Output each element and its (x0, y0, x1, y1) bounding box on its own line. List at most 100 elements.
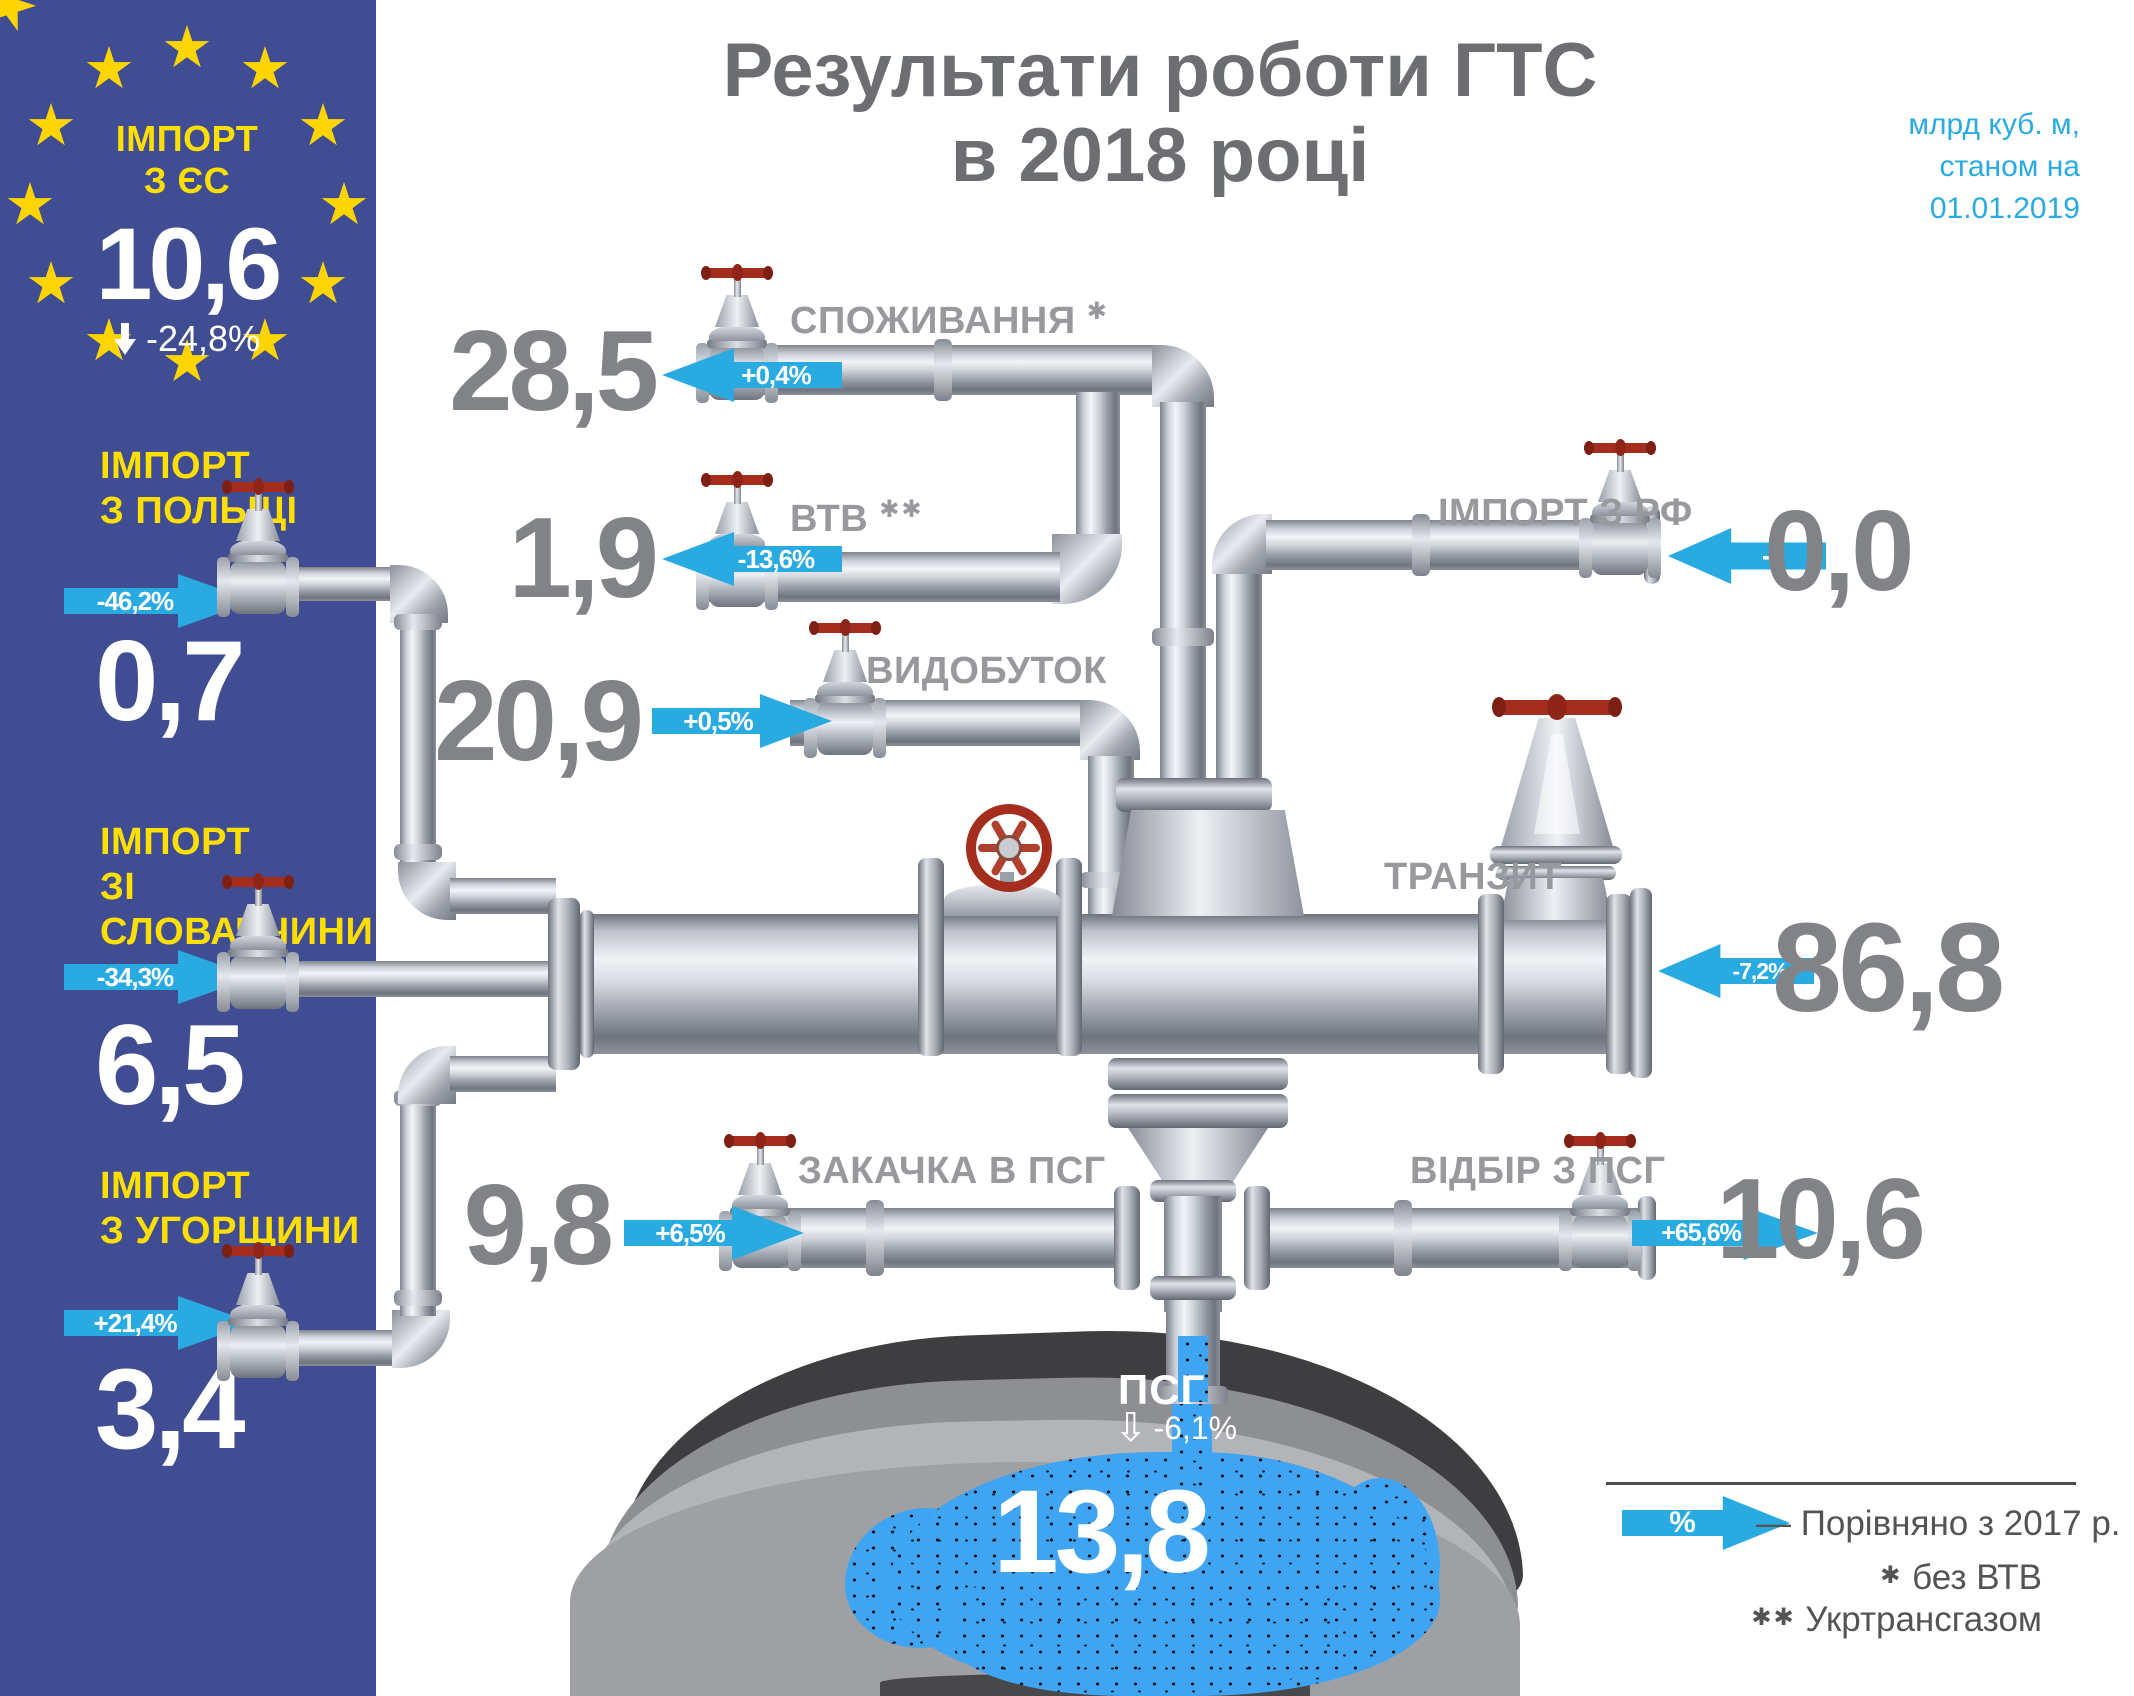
withdrawal-valve (1559, 1132, 1641, 1271)
production-label: ВИДОБУТОК (866, 650, 1107, 692)
eu-star-icon: ★ (161, 15, 213, 80)
pipe-coupling (1394, 1200, 1412, 1276)
vtv-change-value: -13,6% (737, 543, 815, 574)
cross-flange-right (1244, 1186, 1270, 1290)
transit-valve-body (1500, 878, 1612, 920)
import-rf-label: ІМПОРТ З РФ (1438, 492, 1693, 534)
legend-note2-text: Укртрансгазом (1805, 1600, 2042, 1639)
pipe-coupling (1152, 628, 1214, 646)
cross-flange-left (1114, 1186, 1140, 1290)
pipe-injection (742, 1208, 1120, 1268)
eu-star-icon: ★ (318, 172, 370, 237)
transit-change-value: -7,2% (1732, 957, 1788, 984)
pipe-consumption-elbow (1152, 345, 1214, 407)
page-title: Результати роботи ГТС в 2018 році (430, 28, 1890, 198)
reducer-flange-top (1108, 1058, 1288, 1090)
legend-note1-text: без ВТВ (1912, 1558, 2042, 1597)
gas-column (1172, 1396, 1212, 1496)
transit-bonnet-flange (1490, 846, 1622, 864)
page-title-line2: в 2018 році (950, 113, 1370, 199)
page-title-line1: Результати роботи ГТС (722, 28, 1598, 113)
withdrawal-change-value: +65,6% (1661, 1218, 1741, 1247)
eu-star-icon: ★ (25, 251, 77, 316)
pipe-coupling (934, 339, 952, 401)
eu-star-icon: ★ (83, 36, 135, 101)
pipe-main-trunk (560, 914, 1635, 1054)
manifold-flange (1116, 778, 1272, 812)
transit-flange-right (1606, 894, 1632, 1074)
trunk-flange-plate (1056, 858, 1082, 1056)
eu-import-value: 10,6 (95, 207, 283, 321)
pipe-slovakia-horizontal (288, 961, 556, 997)
vtv-label-text: ВТВ (790, 498, 869, 540)
pipe-vtv-riser (1076, 392, 1120, 542)
slovakia-valve (217, 873, 299, 1012)
hungary-change-value: +21,4% (93, 1307, 178, 1338)
eu-change-value: -24,8% (145, 318, 261, 359)
production-valve (804, 619, 886, 758)
injection-value: 9,8 (463, 1162, 614, 1289)
pipe-manifold-left-vertical (1160, 402, 1206, 784)
hungary-valve (217, 1242, 299, 1381)
eu-star-icon: ★ (297, 251, 349, 316)
pipe-coupling (394, 844, 442, 860)
pipe-vtv-elbow (1052, 534, 1122, 604)
footnote-mark-icon: ✱✱ (1751, 1604, 1796, 1631)
eu-star-icon: ★ (25, 93, 77, 158)
hungary-label-line1: ІМПОРТ (100, 1165, 251, 1207)
import-rf-value: 0,0 (1764, 488, 1914, 615)
poland-change-value: -46,2% (96, 585, 174, 616)
injection-label: ЗАКАЧКА В ПСГ (798, 1150, 1106, 1192)
eu-star-icon: ★ (239, 308, 291, 373)
production-value: 20,9 (434, 658, 644, 785)
units-note-line1: млрд куб. м, (1908, 108, 2080, 141)
storage-value: 13,8 (993, 1466, 1211, 1598)
pipe-poland-stub (450, 878, 556, 914)
gas-reservoir-bottom (955, 1580, 1335, 1696)
main-pipe-left-flange-inner (580, 910, 594, 1058)
eu-change-row: -24,8% (40, 318, 334, 360)
footnote-mark-icon: ✱ (1086, 298, 1109, 325)
legend-divider (1606, 1482, 2076, 1485)
pipe-coupling (1412, 514, 1430, 576)
pipe-poland-vertical (400, 618, 436, 870)
pipe-hungary-vertical (400, 1094, 436, 1316)
consumption-value: 28,5 (449, 308, 659, 435)
manifold-valve-body (1112, 810, 1304, 916)
transit-bonnet-flange2 (1496, 866, 1616, 880)
pipe-hungary-elbow-top (398, 1046, 456, 1104)
pipe-coupling (394, 614, 442, 630)
vtv-value: 1,9 (508, 495, 659, 622)
legend-compare-text: — Порівняно з 2017 р. (1756, 1504, 2121, 1543)
trunk-flange-plate (918, 858, 944, 1056)
red-handwheel-icon (966, 804, 1052, 892)
poland-value: 0,7 (95, 618, 245, 745)
pipe-hungary-horizontal (288, 1330, 394, 1366)
storage-change-row: ⇩ -6,1% (1114, 1408, 1237, 1448)
slovakia-label-line1: ІМПОРТ (100, 821, 251, 863)
poland-valve (217, 478, 299, 617)
footnote-mark-icon: ✱ (1880, 1562, 1903, 1589)
import-rf-valve (1579, 439, 1661, 578)
legend-note2: ✱✱ Укртрансгазом (1600, 1600, 2042, 1640)
pipe-hungary-stub (450, 1056, 556, 1092)
pipe-coupling (394, 1290, 442, 1306)
transit-valve-knob (1547, 694, 1567, 720)
import-rf-change-value: – (1762, 536, 1781, 575)
pipe-coupling (866, 1200, 884, 1276)
transit-valve-yoke (1500, 718, 1614, 850)
eu-star-icon: ★ (0, 0, 50, 49)
consumption-label: СПОЖИВАННЯ ✱ (790, 298, 1109, 344)
slovakia-change-value: -34,3% (96, 961, 174, 992)
withdrawal-label: ВІДБІР З ПСГ (1410, 1150, 1666, 1192)
legend-note1: ✱ без ВТВ (1600, 1558, 2042, 1598)
gas-in-pipe (1178, 1336, 1208, 1402)
storage-down-arrow-icon: ⇩ (1114, 1406, 1148, 1450)
storage-label: ПСГ (1118, 1366, 1206, 1413)
eu-import-label-line2: З ЄС (143, 160, 231, 202)
eu-star-icon: ★ (297, 93, 349, 158)
eu-sidebar-panel: ★ ★ ★ ★ ★ ★ ★ ★ ★ ★ ★ ★ ★ ІМПОРТ З ЄС 10… (0, 0, 376, 1696)
consumption-label-text: СПОЖИВАННЯ (790, 300, 1076, 342)
legend-percent-label: % (1669, 1506, 1696, 1539)
